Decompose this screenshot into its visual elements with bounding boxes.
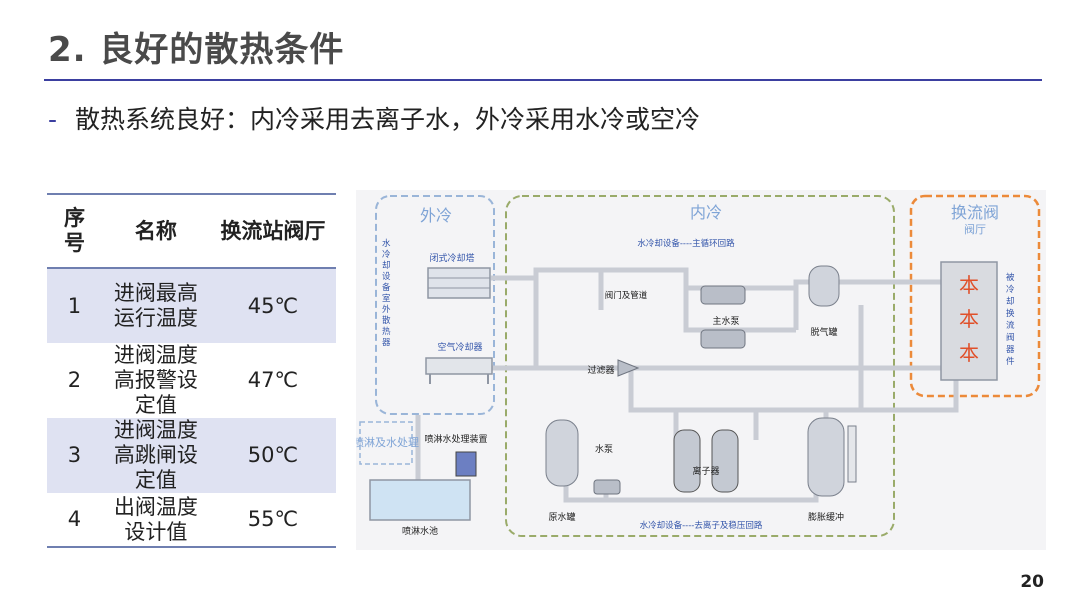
title-rule — [44, 79, 1042, 81]
spray-treatment-device — [455, 451, 477, 477]
valve-symbol: 本 — [959, 273, 979, 297]
row-value: 45℃ — [247, 293, 299, 318]
outer-equipment-label: 水冷却设备室外散热器 — [382, 238, 391, 348]
table-row: 2 进阀温度高报警设定值 47℃ — [47, 343, 336, 418]
row-no: 3 — [67, 443, 82, 467]
diagram-svg: 外冷 内冷 换流阀 阀厅 闭式冷却塔 空气冷却器 — [353, 194, 1041, 537]
raw-tank — [545, 419, 579, 487]
level-gauge — [847, 425, 857, 483]
degas-tank — [808, 265, 840, 307]
main-pump-top — [700, 285, 746, 305]
converter-valve-title: 换流阀 — [951, 203, 999, 222]
degas-tank-label: 脱气罐 — [810, 326, 837, 338]
converter-valve — [940, 261, 998, 381]
table-header-row: 序号 名称 换流站阀厅 — [47, 194, 336, 268]
air-cooler-label: 空气冷却器 — [437, 341, 482, 353]
filter-label: 过滤器 — [587, 364, 614, 376]
cooled-valve-label: 被冷却换流阀器件 — [1006, 272, 1015, 367]
row-name: 进阀最高运行温度 — [113, 281, 198, 330]
spray-treatment-label: 喷淋及水处理 — [356, 436, 419, 449]
deion-loop-label: 水冷却设备----去离子及稳压回路 — [640, 520, 763, 531]
water-pump-label: 水泵 — [595, 443, 613, 455]
header-no: 序号 — [63, 206, 85, 255]
row-name: 出阀温度设计值 — [113, 494, 198, 544]
closed-tower — [427, 267, 491, 299]
ion-exchanger-2 — [711, 429, 739, 493]
valves-pipes-label: 阀门及管道 — [605, 290, 648, 301]
header-valve-hall: 换流站阀厅 — [220, 218, 326, 243]
table-row: 3 进阀温度高跳闸设定值 50℃ — [47, 418, 336, 493]
table-row: 4 出阀温度设计值 55℃ — [47, 493, 336, 547]
bullet-line: -散热系统良好：内冷采用去离子水，外冷采用水冷或空冷 — [48, 100, 700, 136]
row-no: 4 — [67, 507, 82, 531]
closed-tower-label: 闭式冷却塔 — [429, 252, 474, 264]
row-name: 进阀温度高报警设定值 — [113, 343, 198, 417]
valve-symbol: 本 — [959, 307, 979, 331]
page-number: 20 — [1020, 572, 1044, 592]
inner-cooling-title: 内冷 — [690, 203, 722, 222]
expansion-tank — [807, 417, 845, 497]
table-row: 1 进阀最高运行温度 45℃ — [47, 268, 336, 343]
slide-title: 2. 良好的散热条件 — [48, 30, 345, 70]
water-pump — [593, 479, 621, 495]
main-pump-label: 主水泵 — [712, 315, 739, 327]
outer-cooling-box — [375, 195, 495, 415]
row-value: 47℃ — [247, 368, 299, 392]
temperature-table: 序号 名称 换流站阀厅 1 进阀最高运行温度 45℃ 2 进阀温度高报警设定值 … — [47, 193, 336, 548]
row-value: 50℃ — [247, 443, 299, 467]
spray-pool — [369, 479, 471, 521]
row-no: 1 — [67, 293, 82, 318]
outer-cooling-title: 外冷 — [420, 206, 452, 225]
valve-hall-label: 阀厅 — [964, 222, 986, 236]
row-no: 2 — [67, 368, 82, 392]
filter-symbol — [617, 359, 640, 377]
valve-symbol: 本 — [959, 341, 979, 365]
header-name: 名称 — [134, 218, 177, 243]
spray-pool-label: 喷淋水池 — [402, 525, 438, 537]
bullet-text: 散热系统良好：内冷采用去离子水，外冷采用水冷或空冷 — [75, 105, 701, 134]
spray-treatment-box — [359, 421, 413, 465]
row-name: 进阀温度高跳闸设定值 — [113, 418, 198, 492]
ion-exchanger-1 — [673, 429, 701, 493]
row-value: 55℃ — [247, 507, 299, 531]
main-loop-label: 水冷却设备----主循环回路 — [637, 238, 735, 249]
air-cooler — [425, 357, 493, 375]
ion-exchanger-label: 离子器 — [692, 465, 719, 477]
converter-valve-box — [909, 194, 1041, 398]
raw-tank-label: 原水罐 — [548, 511, 575, 523]
main-pump-bottom — [700, 329, 746, 349]
spray-treatment-device-label: 喷淋水处理装置 — [424, 433, 487, 445]
expansion-tank-label: 膨胀缓冲 — [808, 511, 844, 523]
bullet-dash: - — [48, 105, 58, 134]
cooling-system-diagram: 外冷 内冷 换流阀 阀厅 闭式冷却塔 空气冷却器 — [353, 190, 1046, 550]
